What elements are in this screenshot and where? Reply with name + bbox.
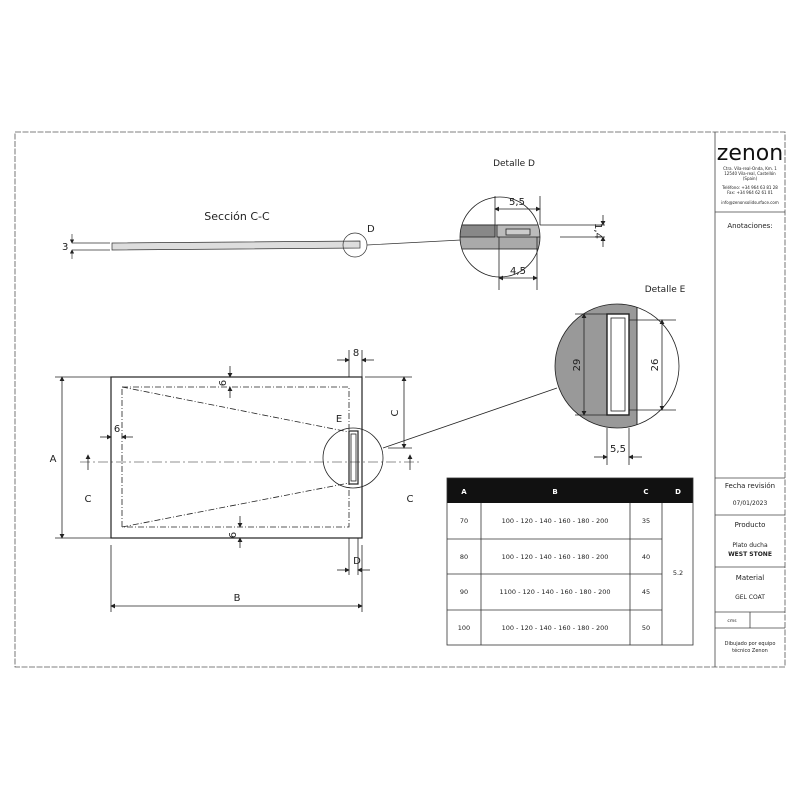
section-view — [69, 232, 462, 259]
header-a: A — [461, 488, 467, 496]
unit: cms — [727, 619, 737, 624]
cell-a: 90 — [460, 588, 468, 596]
address-line: Ctra. Vila-real-Onda, Km. 1 — [723, 166, 777, 171]
detail-e-marker: E — [336, 414, 342, 425]
detail-d-title: Detalle D — [493, 159, 535, 169]
product-label: Producto — [735, 521, 766, 529]
dim-6-top: 6 — [218, 380, 229, 386]
dim-6-left: 6 — [114, 424, 120, 435]
cell-c: 50 — [642, 624, 650, 632]
dimensions-table: A B C D 70 100 - 120 - 140 - 160 - 180 -… — [446, 477, 694, 646]
header-d: D — [675, 488, 681, 496]
drawn-by: Dibujado por equipo — [725, 641, 776, 647]
section-title: Sección C-C — [204, 210, 270, 223]
dim-c: C — [390, 409, 401, 416]
title-block — [714, 132, 785, 667]
section-thickness: 3 — [62, 242, 68, 253]
revision-date: 07/01/2023 — [733, 500, 768, 507]
email: info@zenonsolidsurface.com — [721, 200, 779, 205]
cell-b: 100 - 120 - 140 - 160 - 180 - 200 — [502, 553, 609, 561]
cell-d: 5.2 — [673, 569, 683, 577]
dim-d: D — [353, 556, 361, 567]
product-name: Plato ducha — [732, 542, 768, 549]
annotations-label: Anotaciones: — [727, 222, 772, 230]
cell-c: 35 — [642, 517, 650, 525]
dim-a: A — [50, 454, 57, 465]
material-label: Material — [736, 574, 764, 582]
drawn-by: técnico Zenon — [732, 647, 768, 654]
product-model: WEST STONE — [728, 551, 772, 558]
material-value: GEL COAT — [735, 594, 765, 601]
cell-b: 100 - 120 - 140 - 160 - 180 - 200 — [502, 517, 609, 525]
cell-b: 100 - 120 - 140 - 160 - 180 - 200 — [502, 624, 609, 632]
detail-d-height-dim: 1,4 — [592, 223, 603, 239]
detail-d-top-dim: 5,5 — [509, 197, 525, 208]
cell-a: 100 — [458, 624, 470, 632]
detail-d-bottom-dim: 4,5 — [510, 266, 526, 277]
detail-d — [459, 196, 606, 290]
detail-e-title: Detalle E — [645, 285, 686, 295]
cell-a: 70 — [460, 517, 468, 525]
header-c: C — [643, 488, 648, 496]
dim-b: B — [234, 593, 241, 604]
dim-8: 8 — [353, 348, 359, 359]
cell-a: 80 — [460, 553, 468, 561]
cell-c: 40 — [642, 553, 650, 561]
detail-e-outer-dim: 29 — [572, 359, 583, 372]
revision-label: Fecha revisión — [725, 482, 775, 490]
address-line: (Spain) — [743, 176, 758, 181]
sheet-border — [14, 131, 786, 668]
detail-e — [382, 303, 680, 465]
detail-d-marker: D — [367, 224, 375, 235]
section-c-marker-right: C — [407, 494, 414, 505]
header-b: B — [552, 488, 557, 496]
address-line: 12540 Vila-real, Castellón — [724, 171, 776, 176]
dim-6-bottom: 6 — [228, 532, 239, 538]
fax: Fax: +34 964 62 61 01 — [727, 190, 773, 195]
section-c-marker-left: C — [85, 494, 92, 505]
zenon-logo: zenon — [717, 141, 783, 166]
cell-b: 1100 - 120 - 140 - 160 - 180 - 200 — [500, 588, 611, 596]
cell-c: 45 — [642, 588, 650, 596]
detail-e-width-dim: 5,5 — [610, 444, 626, 455]
detail-e-inner-dim: 26 — [650, 359, 661, 372]
plan-view — [55, 350, 420, 612]
phone: Teléfono: +34 964 63 81 28 — [721, 185, 778, 190]
